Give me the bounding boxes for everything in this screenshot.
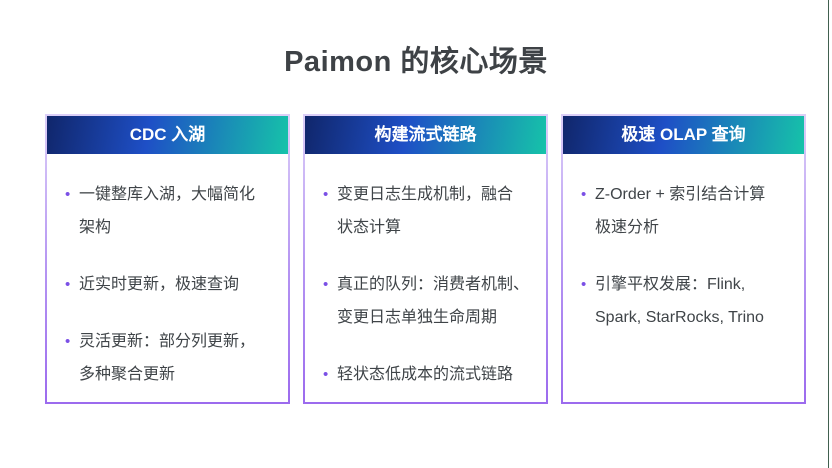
bullet-text: 一键整库入湖，大幅简化 架构 (79, 186, 256, 236)
slide-right-edge-line (828, 0, 829, 468)
bullet-dot-icon: • (65, 186, 71, 203)
list-item: • 引擎平权发展：Flink, Spark, StarRocks, Trino (581, 268, 794, 334)
bullet-text: 变更日志生成机制，融合 状态计算 (337, 186, 514, 236)
bullet-dot-icon: • (65, 276, 71, 293)
bullet-dot-icon: • (65, 333, 71, 350)
card-olap-query: 极速 OLAP 查询 • Z-Order + 索引结合计算 极速分析 • 引擎平… (561, 114, 806, 404)
bullet-text: 灵活更新：部分列更新， 多种聚合更新 (79, 333, 256, 383)
bullet-dot-icon: • (323, 366, 329, 383)
card-header-olap-query: 极速 OLAP 查询 (563, 116, 804, 154)
list-item: • 一键整库入湖，大幅简化 架构 (65, 178, 278, 244)
bullet-text: Z-Order + 索引结合计算 极速分析 (595, 186, 766, 236)
list-item: • Z-Order + 索引结合计算 极速分析 (581, 178, 794, 244)
card-streaming-pipeline: 构建流式链路 • 变更日志生成机制，融合 状态计算 • 真正的队列：消费者机制、… (303, 114, 548, 404)
list-item: • 灵活更新：部分列更新， 多种聚合更新 (65, 325, 278, 391)
list-item: • 真正的队列：消费者机制、 变更日志单独生命周期 (323, 268, 536, 334)
card-body: • Z-Order + 索引结合计算 极速分析 • 引擎平权发展：Flink, … (563, 154, 804, 402)
card-header-cdc-ingestion: CDC 入湖 (47, 116, 288, 154)
bullet-dot-icon: • (323, 186, 329, 203)
card-header-streaming-pipeline: 构建流式链路 (305, 116, 546, 154)
cards-row: CDC 入湖 • 一键整库入湖，大幅简化 架构 • 近实时更新，极速查询 • 灵… (45, 114, 806, 404)
list-item: • 近实时更新，极速查询 (65, 268, 278, 301)
bullet-text: 真正的队列：消费者机制、 变更日志单独生命周期 (337, 276, 530, 326)
bullet-text: 引擎平权发展：Flink, Spark, StarRocks, Trino (595, 276, 764, 326)
bullet-text: 轻状态低成本的流式链路 (337, 366, 514, 383)
card-body: • 变更日志生成机制，融合 状态计算 • 真正的队列：消费者机制、 变更日志单独… (305, 154, 546, 415)
bullet-dot-icon: • (581, 186, 587, 203)
list-item: • 轻状态低成本的流式链路 (323, 358, 536, 391)
bullet-dot-icon: • (323, 276, 329, 293)
page-title: Paimon 的核心场景 (284, 46, 548, 78)
list-item: • 变更日志生成机制，融合 状态计算 (323, 178, 536, 244)
bullet-text: 近实时更新，极速查询 (79, 276, 240, 293)
bullet-dot-icon: • (581, 276, 587, 293)
card-body: • 一键整库入湖，大幅简化 架构 • 近实时更新，极速查询 • 灵活更新：部分列… (47, 154, 288, 415)
card-cdc-ingestion: CDC 入湖 • 一键整库入湖，大幅简化 架构 • 近实时更新，极速查询 • 灵… (45, 114, 290, 404)
